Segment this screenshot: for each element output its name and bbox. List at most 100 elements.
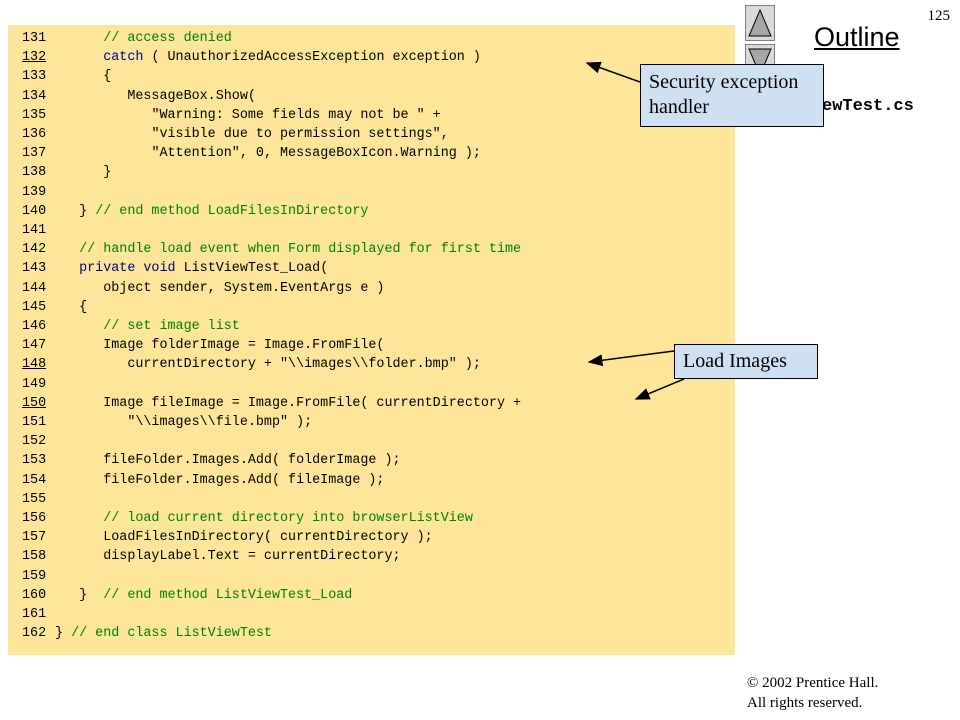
next-slide-button[interactable] [745,44,775,66]
code-token: // load current directory into browserLi… [103,511,473,526]
line-number: 159 [22,568,47,584]
previous-slide-button[interactable] [745,5,775,41]
line-number: 148 [22,357,47,373]
code-token: ); [288,415,313,430]
code-line: 152 [22,432,55,451]
security-exception-callout: Security exception handler [640,64,824,127]
code-token: } [55,626,72,642]
code-token: Image folderImage = Image.FromFile( [55,338,385,354]
code-token: // end method LoadFilesInDirectory [95,203,369,219]
line-number: 156 [22,511,47,526]
code-token [55,242,79,257]
line-number: 134 [22,88,47,104]
line-number: 142 [22,242,47,258]
line-number: 154 [22,472,47,488]
line-number: 149 [22,376,47,392]
code-token [55,127,151,142]
code-token: fileFolder.Images.Add( fileImage ); [55,472,385,488]
code-line: 159 [22,567,55,586]
code-line: 138 } [22,163,111,182]
code-token: private void [79,261,176,277]
code-token: // access denied [103,31,232,46]
triangle-up-icon [748,8,772,37]
code-line: 157 LoadFilesInDirectory( currentDirecto… [22,528,433,547]
code-token: // end class ListViewTest [71,626,272,642]
code-token: // set image list [103,319,240,334]
code-token: ListViewTest_Load( [175,261,329,277]
code-line: 141 [22,221,55,240]
code-line: 132 catch ( UnauthorizedAccessException … [22,48,481,67]
line-number: 131 [22,31,47,46]
code-token: object sender, System.EventArgs e ) [55,280,385,296]
copyright-line: © 2002 Prentice Hall. [747,675,879,691]
code-line: 136 "visible due to permission settings"… [22,125,449,144]
code-token [55,415,127,430]
code-line: 149 [22,375,55,394]
line-number: 133 [22,69,47,85]
code-line: 131 // access denied [22,29,232,48]
code-token: "visible due to permission settings", [151,127,449,142]
code-token: fileFolder.Images.Add( folderImage ); [55,453,401,469]
code-token: { [55,69,112,85]
code-line: 145 { [22,298,87,317]
code-token: displayLabel.Text = currentDirectory; [55,549,401,565]
line-number: 145 [22,299,47,315]
code-line: 151 "\\images\\file.bmp" ); [22,413,312,432]
code-line: 148 currentDirectory + "\\images\\folder… [22,355,481,374]
line-number: 141 [22,223,47,238]
line-number: 157 [22,530,47,546]
triangle-down-icon [748,48,772,65]
code-token [55,319,103,334]
code-line: 147 Image folderImage = Image.FromFile( [22,336,384,355]
line-number: 143 [22,261,47,277]
line-number: 137 [22,146,47,162]
line-number: 138 [22,165,47,181]
line-number: 158 [22,549,47,565]
code-line: 161 [22,605,55,624]
line-number: 151 [22,415,47,430]
code-line: 142 // handle load event when Form displ… [22,240,521,259]
copyright-line: All rights reserved. [747,695,863,711]
code-line: 140 } // end method LoadFilesInDirectory [22,202,368,221]
copyright-notice: © 2002 Prentice Hall. All rights reserve… [747,673,878,713]
code-line: 137 "Attention", 0, MessageBoxIcon.Warni… [22,144,481,163]
code-token: "\\images\\file.bmp" [127,415,289,430]
code-token: MessageBox.Show( [55,88,256,104]
code-token: "Warning: Some fields may not be " + [151,107,441,123]
code-line: 154 fileFolder.Images.Add( fileImage ); [22,471,384,490]
load-images-callout: Load Images [674,344,818,379]
code-token [55,50,103,65]
code-token [55,31,103,46]
file-name-label: ewTest.cs [822,97,914,116]
code-token: catch [103,50,144,66]
callout-line: Security exception [649,71,799,93]
outline-link[interactable]: Outline [814,22,900,52]
code-token [55,511,103,526]
code-token: } [55,587,104,603]
line-number: 153 [22,453,47,469]
callout-line: handler [649,96,709,118]
code-line: 155 [22,490,55,509]
code-token: , 0, MessageBoxIcon.Warning ); [239,146,481,162]
code-token: { [55,299,88,315]
line-number: 147 [22,338,47,354]
code-line: 144 object sender, System.EventArgs e ) [22,279,384,298]
code-token [55,261,79,276]
code-token: "Attention" [151,146,240,162]
code-line: 143 private void ListViewTest_Load( [22,259,328,278]
line-number: 144 [22,280,47,296]
line-number: 155 [22,491,47,507]
line-number: 135 [22,107,47,123]
code-line: 150 Image fileImage = Image.FromFile( cu… [22,394,521,413]
code-line: 133 { [22,67,111,86]
line-number: 140 [22,203,47,219]
line-number: 139 [22,184,47,200]
code-token: currentDirectory + [55,357,280,373]
line-number: 160 [22,587,47,603]
code-line: 162} // end class ListViewTest [22,624,272,643]
line-number: 146 [22,319,47,334]
code-token: // end method ListViewTest_Load [103,587,353,603]
code-token: Image fileImage = Image.FromFile( curren… [55,395,522,411]
code-token [55,108,151,123]
